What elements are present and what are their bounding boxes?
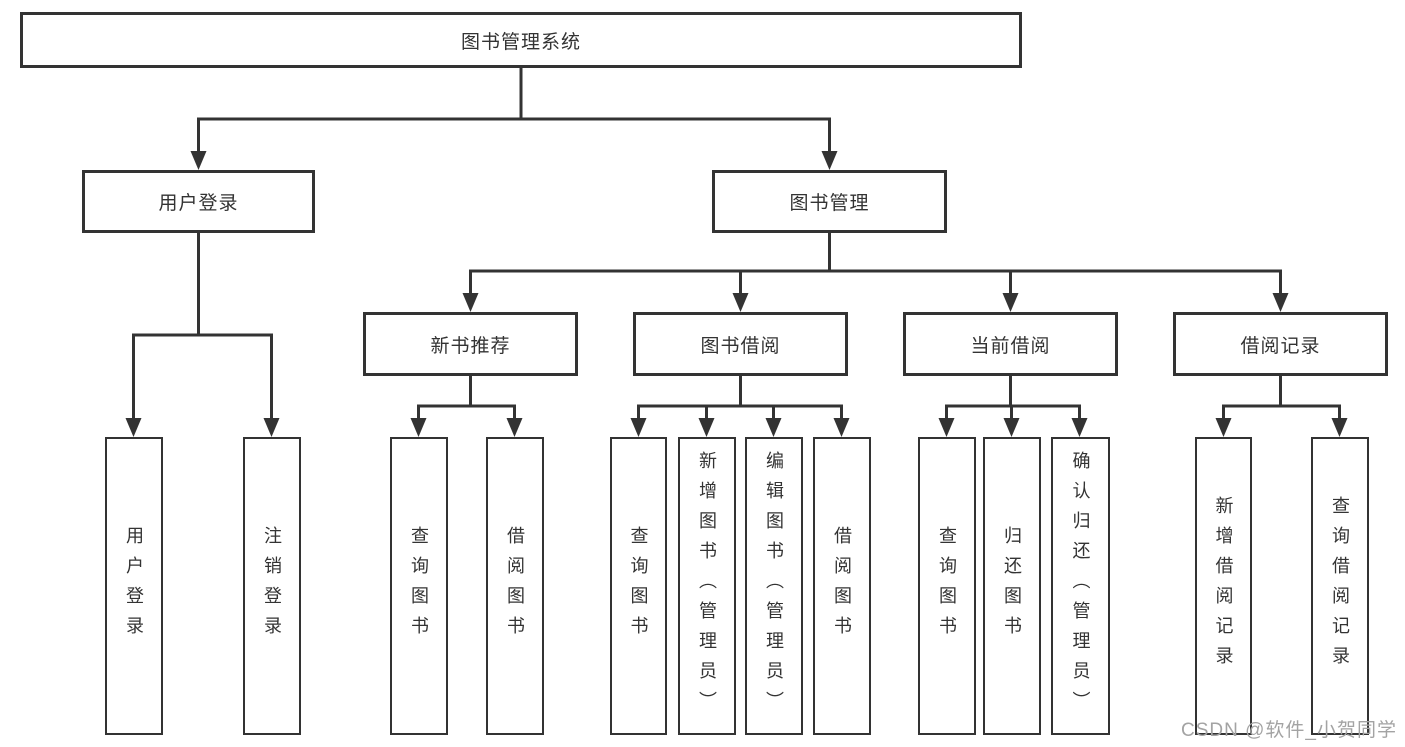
arrowheads-current-borrow-leaves [938, 418, 1088, 437]
connector-root-to-level2 [197, 68, 831, 152]
leaf-add-book-admin: 新增图书（管理员） [678, 437, 736, 735]
node-new-book-recommend: 新书推荐 [363, 312, 578, 376]
connector-borrow-records-leaves [1222, 376, 1341, 419]
leaf-query-books-borrow: 查询图书 [610, 437, 667, 735]
connector-book-mgmt-to-level3 [469, 233, 1282, 294]
csdn-watermark: CSDN @软件_小贺同学 [1181, 720, 1397, 741]
leaf-query-books-newbooks: 查询图书 [390, 437, 448, 735]
node-current-borrow: 当前借阅 [903, 312, 1118, 376]
leaf-borrow-books-newbooks: 借阅图书 [486, 437, 544, 735]
leaf-return-books: 归还图书 [983, 437, 1041, 735]
node-borrow-records: 借阅记录 [1173, 312, 1388, 376]
node-book-borrow: 图书借阅 [633, 312, 848, 376]
leaf-logout: 注销登录 [243, 437, 301, 735]
leaf-confirm-return-admin: 确认归还（管理员） [1051, 437, 1110, 735]
leaf-edit-book-admin: 编辑图书（管理员） [745, 437, 803, 735]
leaf-add-borrow-record: 新增借阅记录 [1195, 437, 1252, 735]
connector-new-books-leaves [417, 376, 516, 419]
connector-current-borrow-leaves [945, 376, 1081, 419]
leaf-query-books-current: 查询图书 [918, 437, 976, 735]
leaf-user-login: 用户登录 [105, 437, 163, 735]
leaf-borrow-books-borrow: 借阅图书 [813, 437, 871, 735]
connector-user-login-leaves [132, 233, 273, 419]
arrowheads-book-borrow-leaves [630, 418, 850, 437]
node-user-login: 用户登录 [82, 170, 315, 233]
node-book-management: 图书管理 [712, 170, 947, 233]
connector-book-borrow-leaves [637, 376, 843, 419]
arrowheads-user-login-leaves [125, 418, 280, 437]
leaf-query-borrow-record: 查询借阅记录 [1311, 437, 1369, 735]
arrowheads-level2 [190, 151, 838, 170]
arrowheads-level3 [462, 293, 1289, 312]
arrowheads-new-books-leaves [410, 418, 523, 437]
node-root-library-system: 图书管理系统 [20, 12, 1022, 68]
arrowheads-borrow-records-leaves [1215, 418, 1348, 437]
